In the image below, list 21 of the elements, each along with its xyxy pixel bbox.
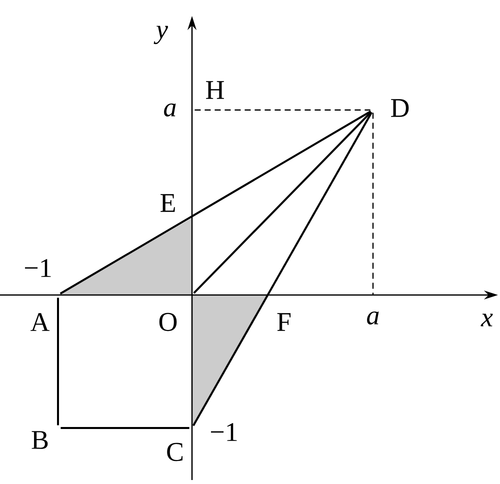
line-segment (57, 298, 59, 426)
point-label: F (277, 313, 291, 331)
tick-label: −1 (24, 259, 51, 277)
line-segment (60, 427, 190, 429)
point-label: O (159, 312, 177, 332)
tick-label: a (367, 312, 379, 324)
axis-label: y (154, 26, 168, 44)
line-segment (60, 110, 372, 294)
point-label: A (30, 313, 50, 331)
point-label: E (160, 194, 175, 212)
point-label: C (167, 442, 183, 462)
tick-label: −1 (211, 423, 237, 441)
dashed-line (372, 112, 374, 295)
line-segment (193, 111, 372, 294)
point-label: D (391, 99, 409, 117)
point-label: H (206, 81, 224, 99)
line-segment (192, 112, 373, 426)
axis-label: x (480, 314, 493, 326)
point-label: B (32, 431, 48, 449)
tick-label: a (164, 104, 176, 116)
dashed-line (194, 109, 370, 111)
